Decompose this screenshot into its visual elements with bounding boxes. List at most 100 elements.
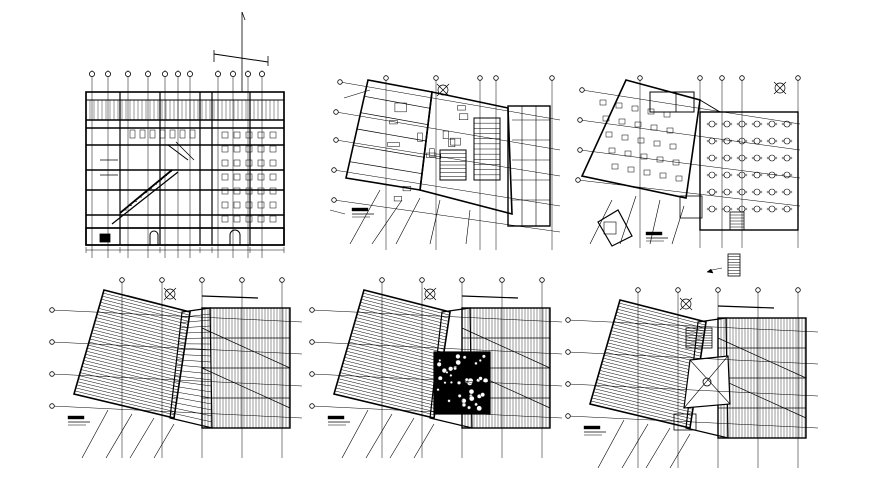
cad-rect: [624, 150, 632, 157]
cad-line: [611, 327, 702, 351]
grid-bubble: [706, 190, 710, 194]
cad-line: [465, 209, 471, 245]
cad-rect: [429, 148, 435, 158]
cad-rect: [663, 111, 671, 118]
cad-rect: [233, 187, 241, 195]
cad-line: [348, 344, 442, 369]
cad-line: [80, 372, 178, 397]
cad-rect: [442, 130, 449, 139]
cad-line: [163, 287, 177, 301]
grid-bubble: [474, 402, 478, 407]
grid-bubble: [736, 122, 740, 126]
cad-line: [354, 323, 445, 347]
grid-bubble: [774, 207, 778, 211]
grid-bubble: [635, 287, 641, 293]
cad-rect: [269, 187, 277, 195]
grid-bubble: [768, 171, 776, 179]
grid-bubble: [783, 205, 791, 213]
cad-line: [389, 417, 415, 459]
grid-bubble: [715, 287, 721, 293]
cad-line: [364, 95, 431, 109]
cad-line: [591, 397, 691, 423]
cad-line: [97, 311, 187, 335]
grid-bubble: [768, 137, 776, 145]
grid-bubble: [105, 71, 112, 78]
grid-bubble: [565, 317, 571, 323]
grid-bubble: [474, 361, 478, 366]
cad-rect: [608, 147, 616, 154]
grid-bubble: [49, 307, 55, 313]
cad-rect: [583, 425, 601, 430]
grid-bubble: [333, 137, 339, 143]
cad-rect: [675, 175, 683, 182]
cad-rect: [245, 173, 253, 181]
grid-bubble: [714, 139, 718, 143]
cad-line: [343, 360, 440, 384]
cad-line: [596, 382, 694, 407]
grid-bubble: [467, 377, 474, 384]
cad-line: [95, 317, 186, 341]
cad-line: [175, 364, 212, 369]
grid-bubble: [795, 287, 801, 293]
cad-line: [602, 360, 697, 385]
cad-line: [599, 370, 696, 394]
cad-line: [597, 419, 625, 469]
grid-bubble: [438, 358, 442, 362]
grid-bubble: [49, 339, 55, 345]
roof-plan-2: [309, 277, 563, 459]
cad-line: [82, 363, 179, 388]
cad-rect: [221, 187, 229, 195]
cad-rect: [257, 159, 265, 167]
cad-line: [711, 267, 723, 271]
grid-bubble: [445, 370, 449, 374]
grid-bubble: [119, 277, 125, 283]
cad-line: [80, 369, 178, 394]
cad-line: [339, 375, 437, 400]
grid-bubble: [331, 167, 337, 173]
cad-rect: [129, 129, 136, 139]
grid-bubble: [708, 120, 716, 128]
cad-rect: [351, 207, 369, 212]
grid-bubble: [781, 139, 785, 143]
grid-bubble: [453, 366, 457, 371]
grid-bubble: [161, 71, 168, 78]
drawing-title-block: [327, 415, 350, 426]
cad-outline: [597, 209, 633, 247]
cad-rect: [669, 143, 677, 150]
cad-line: [615, 315, 704, 338]
cad-line: [359, 305, 448, 328]
cad-line: [111, 171, 179, 225]
grid-bubble: [309, 307, 315, 313]
grid-bubble: [708, 137, 716, 145]
grid-bubble: [759, 207, 763, 211]
cad-outline: [580, 79, 701, 199]
grid-bubble: [424, 288, 436, 300]
cad-rect: [450, 137, 461, 146]
north-arrow-symbol: [423, 287, 437, 301]
cad-line: [607, 342, 700, 366]
cad-line: [773, 81, 787, 95]
cad-line: [344, 357, 440, 381]
grid-bubble: [759, 139, 763, 143]
grid-bubble: [448, 366, 454, 372]
grid-bubble: [229, 71, 236, 78]
grid-bubble: [751, 139, 755, 143]
basement-arch: [149, 230, 159, 245]
grid-bubble: [789, 207, 793, 211]
cad-rect: [257, 201, 265, 209]
grid-bubble: [214, 71, 221, 78]
cad-rect: [650, 124, 658, 131]
grid-bubble: [753, 137, 761, 145]
grid-bubble: [539, 277, 545, 283]
cad-line: [461, 327, 551, 369]
grid-bubble: [565, 349, 571, 355]
grid-bubble: [499, 277, 505, 283]
cad-line: [717, 337, 807, 379]
grid-bubble: [549, 75, 555, 81]
grid-bubble: [714, 207, 718, 211]
north-arrow-symbol: [773, 81, 787, 95]
grid-bubble: [706, 139, 710, 143]
cad-line: [51, 405, 303, 419]
cad-rect: [257, 173, 265, 181]
cad-line: [645, 427, 671, 469]
